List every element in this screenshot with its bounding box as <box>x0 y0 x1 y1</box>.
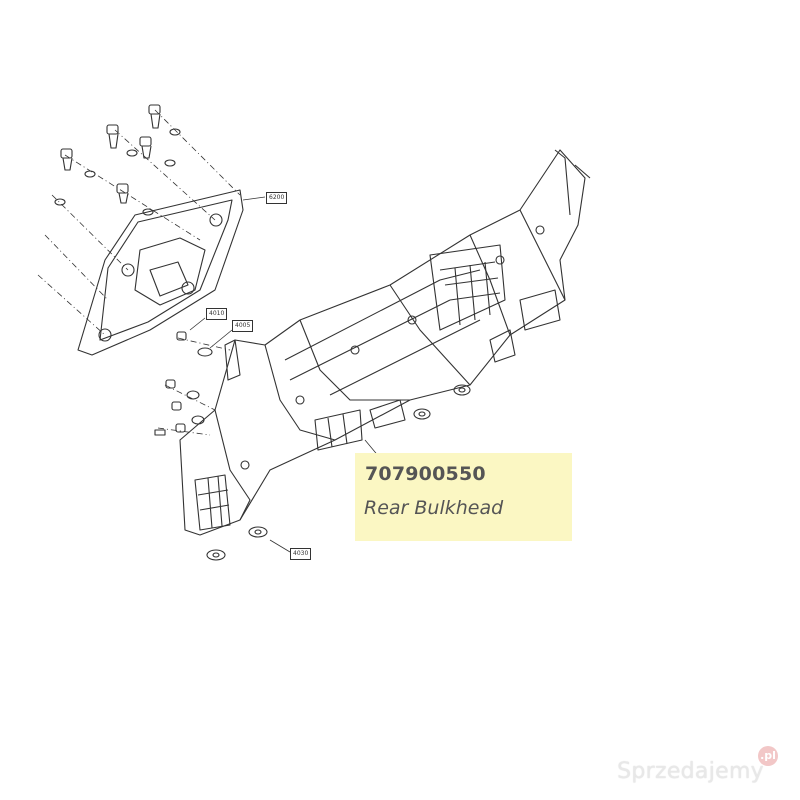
mounting-bracket-plate <box>77 189 244 356</box>
reference-tag-4005: 4005 <box>232 320 254 332</box>
watermark-logo: Sprzedajemy <box>617 759 764 784</box>
reference-tag-4030: 4030 <box>290 548 312 560</box>
part-callout: 707900550 Rear Bulkhead <box>355 453 572 541</box>
watermark-badge: .pl <box>758 746 778 766</box>
part-name: Rear Bulkhead <box>364 497 504 519</box>
reference-tag-4010: 4010 <box>206 308 228 320</box>
bolt-group <box>54 104 181 216</box>
reference-tag-6200: 6200 <box>266 192 288 204</box>
rear-bulkhead-body <box>179 149 591 536</box>
part-number: 707900550 <box>365 463 486 485</box>
washer-group <box>206 384 471 561</box>
